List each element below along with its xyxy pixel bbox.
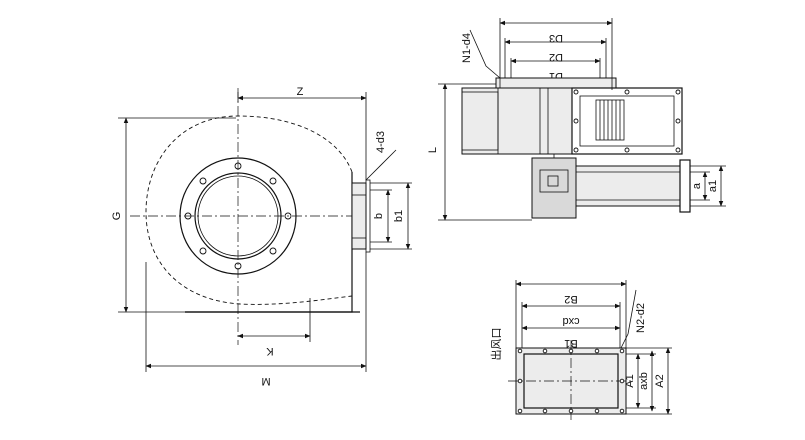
- label-n1-d4: N1-d4: [461, 33, 473, 63]
- side-view: D3 D2 D1 N1-d4: [427, 18, 726, 221]
- dim-label-a1: a1: [707, 180, 719, 192]
- label-holes-4-d3: 4-d3: [375, 131, 387, 153]
- dim-label-a: a: [691, 182, 703, 189]
- dim-label-b: b: [373, 213, 385, 219]
- motor: [531, 157, 577, 219]
- dim-label-d3: D3: [549, 32, 563, 44]
- dim-label-a1-outlet: A1: [624, 374, 636, 387]
- dim-label-a2-outlet: A2: [654, 374, 666, 387]
- outlet-bolt-holes: [517, 348, 625, 414]
- dim-label-l: L: [427, 147, 439, 153]
- dim-label-g: G: [111, 212, 123, 221]
- dim-label-d2: D2: [549, 51, 563, 63]
- front-view: Z G K M 4-d3 b b1: [111, 86, 412, 387]
- label-outlet: 出风口: [489, 328, 503, 361]
- outlet-view: 出风口 B2 cxd B1 N2-d2: [489, 280, 672, 420]
- dim-label-b1: b1: [393, 210, 405, 222]
- label-n2-d2: N2-d2: [635, 303, 647, 333]
- dim-label-k: K: [266, 345, 274, 357]
- impeller-blades: [595, 99, 625, 141]
- dim-label-axb: axb: [638, 372, 650, 390]
- dim-label-b2: B2: [564, 293, 577, 305]
- dim-label-cxd: cxd: [562, 315, 579, 327]
- fan-housing: [461, 87, 573, 155]
- dim-label-z: Z: [297, 86, 304, 98]
- dim-label-m: M: [261, 375, 270, 387]
- volute-outline: [145, 115, 353, 305]
- outlet-flange-side: [351, 182, 367, 250]
